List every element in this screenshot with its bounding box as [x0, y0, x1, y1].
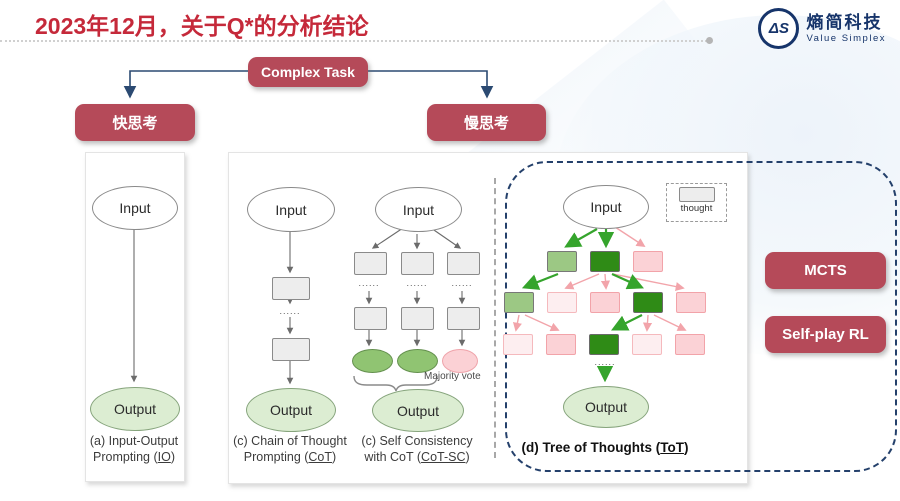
logo-name-cn: 熵简科技 — [806, 13, 883, 32]
io-caption-abbr: IO — [157, 449, 171, 464]
cotsc-caption: (c) Self Consistency with CoT (CoT-SC) — [361, 434, 473, 464]
tot-node-light-green — [504, 292, 534, 313]
company-logo: ΔS 熵简科技 Value Simplex — [758, 8, 886, 49]
cotsc-thought-box — [401, 252, 434, 275]
slow-thinking-button[interactable]: 慢思考 — [427, 104, 546, 141]
cotsc-ellipsis: ...... — [406, 278, 428, 288]
tot-caption-abbr: ToT — [660, 440, 684, 455]
page-title: 2023年12月，关于Q*的分析结论 — [35, 13, 369, 39]
tot-ellipsis: ...... — [594, 357, 616, 367]
cotsc-caption-line2: with CoT ( — [364, 449, 422, 464]
tot-caption-text: (d) Tree of Thoughts ( — [521, 440, 661, 455]
thought-legend-swatch — [678, 187, 715, 202]
cotsc-input-node: Input — [375, 187, 462, 232]
io-caption: (a) Input-Output Prompting (IO) — [89, 434, 179, 464]
tot-node-light-green — [547, 251, 577, 272]
title-divider — [0, 40, 707, 42]
tot-node-pink — [633, 251, 663, 272]
io-input-node: Input — [92, 186, 178, 230]
tot-output-node: Output — [563, 386, 649, 428]
complex-task-button[interactable]: Complex Task — [248, 57, 368, 87]
cotsc-result-ellipses — [352, 349, 478, 373]
tot-highlight-frame — [505, 161, 897, 472]
cotsc-caption-abbr: CoT-SC — [421, 449, 466, 464]
cotsc-thought-box — [447, 307, 480, 330]
cot-caption-abbr: CoT — [308, 449, 333, 464]
fast-thinking-button[interactable]: 快思考 — [75, 104, 195, 141]
tot-caption: (d) Tree of Thoughts (ToT) — [521, 440, 689, 455]
tot-node-pink — [676, 292, 706, 313]
io-caption-line1: (a) Input-Output — [89, 434, 179, 448]
title-divider-dot — [706, 37, 713, 44]
cotsc-thought-box — [401, 307, 434, 330]
cotsc-caption-line1: (c) Self Consistency — [361, 434, 473, 448]
tot-node-pink — [675, 334, 705, 355]
self-play-rl-button[interactable]: Self-play RL — [765, 316, 886, 353]
cotsc-thought-box — [447, 252, 480, 275]
tot-level-3 — [503, 334, 705, 355]
tot-node-dark-green — [590, 251, 620, 272]
logo-entropy-icon: ΔS — [758, 8, 800, 49]
logo-name-en: Value Simplex — [806, 33, 886, 44]
tot-node-very-light-pink — [503, 334, 533, 355]
cot-caption-line2: Prompting ( — [243, 449, 309, 464]
tot-input-node: Input — [563, 185, 649, 229]
cotsc-ellipsis: ...... — [451, 278, 473, 288]
cot-thought-box — [272, 277, 310, 300]
majority-vote-label: Majority vote — [424, 371, 481, 382]
cot-input-node: Input — [247, 187, 335, 232]
cotsc-thought-box — [354, 307, 387, 330]
tot-node-pink — [590, 292, 620, 313]
tot-node-dark-green — [589, 334, 619, 355]
io-caption-line2: Prompting ( — [93, 449, 158, 464]
cot-caption-line1: (c) Chain of Thought — [233, 434, 347, 448]
cotsc-result-res-pink — [442, 349, 478, 373]
cotsc-result-res-green — [352, 349, 393, 373]
tot-node-very-light-pink — [632, 334, 662, 355]
mcts-button[interactable]: MCTS — [765, 252, 886, 289]
panel-divider — [494, 178, 496, 458]
cot-ellipsis: ...... — [279, 306, 301, 316]
cotsc-ellipsis: ...... — [358, 278, 380, 288]
tot-node-very-light-pink — [547, 292, 577, 313]
tot-level-1 — [547, 251, 663, 272]
cotsc-thought-box — [354, 252, 387, 275]
tot-level-2 — [504, 292, 706, 313]
cot-thought-box — [272, 338, 310, 361]
cotsc-output-node: Output — [372, 389, 464, 432]
thought-legend: thought — [666, 183, 727, 222]
io-output-node: Output — [90, 387, 180, 431]
cot-output-node: Output — [246, 388, 336, 432]
cotsc-result-res-green — [397, 349, 438, 373]
cot-caption: (c) Chain of Thought Prompting (CoT) — [233, 434, 347, 464]
thought-legend-label: thought — [680, 203, 713, 214]
tot-node-pink — [546, 334, 576, 355]
tot-node-dark-green — [633, 292, 663, 313]
